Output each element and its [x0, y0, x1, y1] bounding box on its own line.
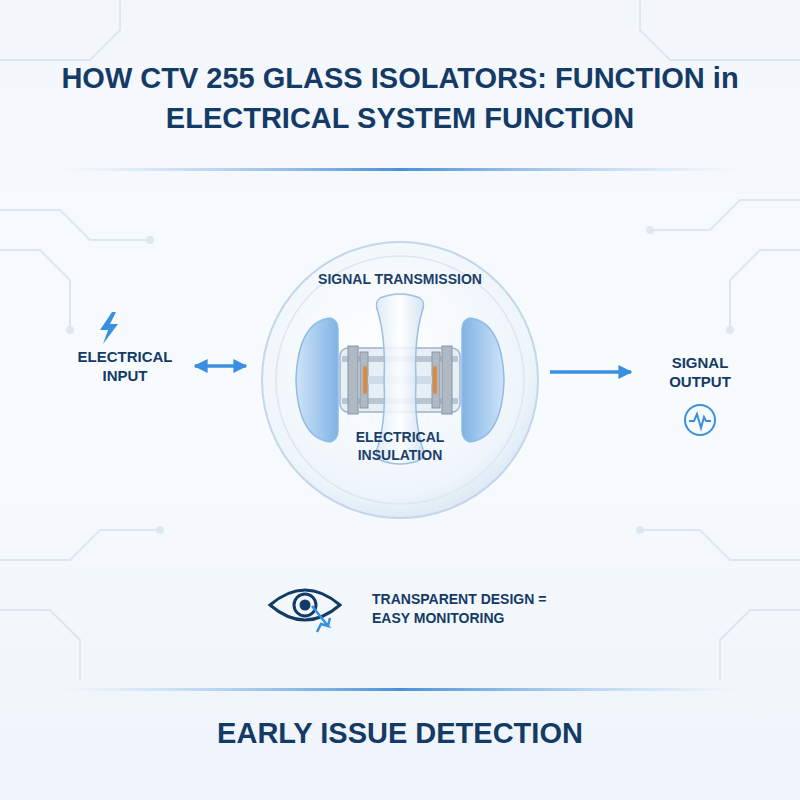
- flow-arrow: [195, 364, 246, 368]
- separator: [60, 688, 740, 691]
- bottom-label: ELECTRICAL INSULATION: [320, 428, 480, 464]
- caption: EARLY ISSUE DETECTION: [20, 715, 780, 751]
- endpoint-node: SIGNAL OUTPUT: [645, 351, 755, 393]
- endpoint-node: ELECTRICAL INPUT: [65, 345, 185, 387]
- isolator-circle: SIGNAL TRANSMISSION ELECTRICAL INSULATION: [260, 240, 540, 520]
- note-label: TRANSPARENT DESIGN = EASY MONITORING: [372, 590, 547, 628]
- circuit-dots: [66, 226, 734, 534]
- pulse-icon: [685, 405, 715, 435]
- lightning-icon: [100, 312, 118, 344]
- title: HOW CTV 255 GLASS ISOLATORS: FUNCTION in…: [20, 58, 780, 138]
- node-text: ELECTRICAL INPUT: [65, 345, 185, 387]
- eye-icon: [270, 590, 340, 632]
- separator: [60, 168, 740, 171]
- circuit-traces: [0, 0, 800, 680]
- node-text: SIGNAL OUTPUT: [645, 351, 755, 393]
- top-label: SIGNAL TRANSMISSION: [260, 270, 540, 288]
- flow-arrow: [550, 370, 631, 374]
